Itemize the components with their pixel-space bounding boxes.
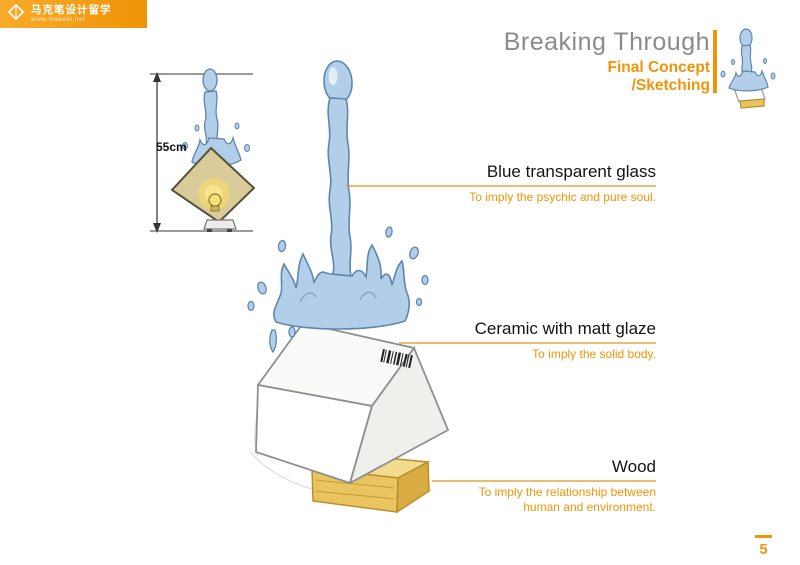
page-number: 5: [759, 541, 768, 558]
annotation-ceramic-note: To imply the solid body.: [532, 347, 656, 361]
logo-website-text: www.makebi.net: [31, 16, 86, 23]
annotation-ceramic-label: Ceramic with matt glaze: [474, 319, 656, 338]
dimension-sketch: [150, 68, 256, 233]
page-title: Breaking Through: [503, 28, 710, 56]
accent-divider-bar: [713, 30, 717, 93]
subtitle-final-concept: Final Concept: [607, 59, 710, 76]
header-title-block: Breaking Through Final Concept /Sketchin…: [504, 29, 710, 95]
subtitle-sketching: /Sketching: [631, 77, 710, 94]
logo-icon: [6, 2, 26, 27]
footer-accent-line: [755, 535, 772, 538]
annotation-glass-label: Blue transparent glass: [486, 162, 656, 181]
main-sculpture-sketch: [247, 60, 450, 514]
annotation-glass-note: To imply the psychic and pure soul.: [469, 190, 656, 204]
logo-brand-text: 马克笔设计留学: [31, 3, 112, 16]
annotation-wood-label: Wood: [611, 457, 656, 476]
logo-banner: 马克笔设计留学 www.makebi.net: [0, 0, 147, 28]
dimension-label: 55cm: [156, 140, 187, 154]
barcode: [380, 349, 413, 369]
ceramic-cube: [255, 321, 450, 485]
water-splash: [247, 60, 429, 354]
header-mini-sketch: [720, 28, 776, 109]
annotation-wood-note: To imply the relationship between human …: [478, 485, 656, 514]
